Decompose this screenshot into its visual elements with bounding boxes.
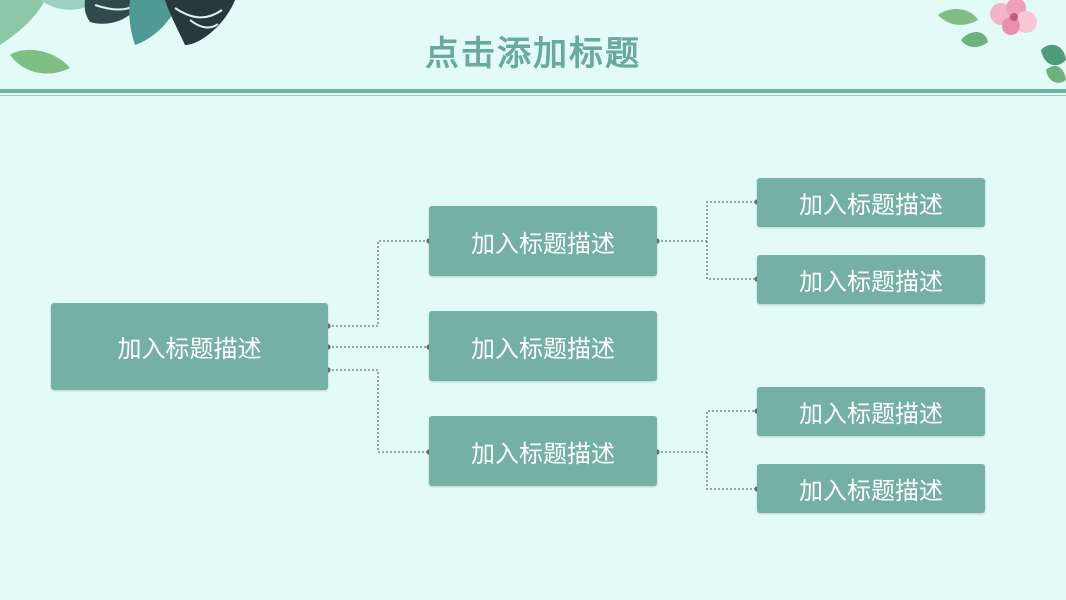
branch-node-3[interactable]: 加入标题描述 <box>429 416 657 486</box>
branch-node-2[interactable]: 加入标题描述 <box>429 311 657 381</box>
node-label: 加入标题描述 <box>799 268 943 296</box>
node-label: 加入标题描述 <box>799 477 943 505</box>
connector-root-branch-1 <box>328 240 429 327</box>
leaf-node-1-2[interactable]: 加入标题描述 <box>757 255 985 304</box>
node-label: 加入标题描述 <box>117 335 262 363</box>
leaf-node-3-2[interactable]: 加入标题描述 <box>757 464 985 513</box>
page-title: 点击添加标题 <box>425 34 641 74</box>
connector-root-branch-3 <box>328 369 429 453</box>
leaf-node-1-1[interactable]: 加入标题描述 <box>757 178 985 227</box>
branch-node-1[interactable]: 加入标题描述 <box>429 206 657 276</box>
title-divider-thin <box>0 95 1066 96</box>
title-divider <box>0 89 1066 93</box>
connector-branch-1-leaf-2 <box>706 241 757 280</box>
connector-branch-3-leaf-1 <box>657 410 757 453</box>
flower-decoration-icon <box>938 0 1066 83</box>
node-label: 加入标题描述 <box>471 439 615 468</box>
leaf-decoration-icon <box>0 0 235 74</box>
connector-branch-3-leaf-2 <box>706 452 757 490</box>
node-label: 加入标题描述 <box>471 229 615 258</box>
node-label: 加入标题描述 <box>799 400 943 428</box>
node-label: 加入标题描述 <box>471 334 615 363</box>
root-node[interactable]: 加入标题描述 <box>51 303 328 390</box>
leaf-node-3-1[interactable]: 加入标题描述 <box>757 387 985 436</box>
node-label: 加入标题描述 <box>799 191 943 219</box>
connector-branch-1-leaf-1 <box>657 201 757 242</box>
